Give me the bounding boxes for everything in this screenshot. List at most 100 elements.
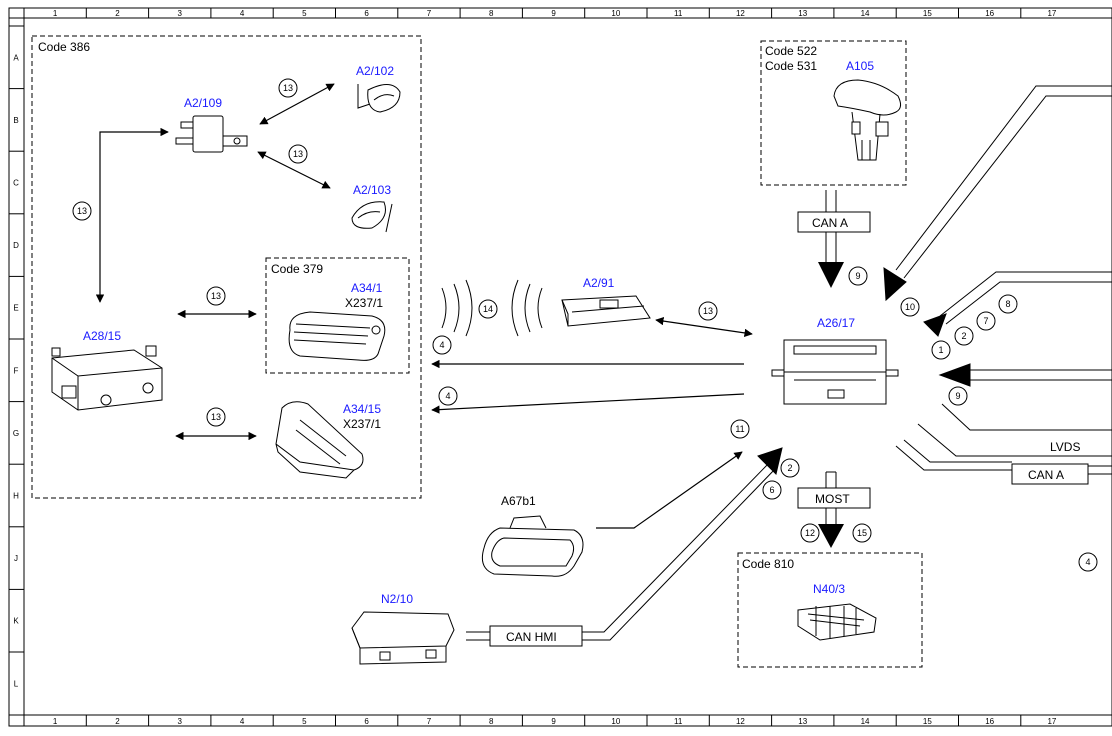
svg-text:14: 14 — [483, 304, 493, 314]
grid-col-label-bottom: 15 — [923, 717, 932, 726]
grid-col-label-top: 14 — [861, 9, 870, 18]
callout-c13a: 13 — [278, 78, 298, 98]
svg-text:2: 2 — [787, 463, 792, 473]
a67b1-mirror-icon — [481, 515, 584, 577]
label-a34-1: A34/1 — [351, 281, 383, 295]
label-a67b1: A67b1 — [501, 494, 536, 508]
grid-col-label-top: 6 — [364, 9, 369, 18]
callout-c7: 7 — [976, 311, 996, 331]
grid-col-label-bottom: 9 — [551, 717, 556, 726]
grid-col-label-top: 5 — [302, 9, 307, 18]
grid-col-label-top: 12 — [736, 9, 745, 18]
svg-text:9: 9 — [855, 271, 860, 281]
callout-c13e: 13 — [206, 407, 226, 427]
callout-c10: 10 — [900, 297, 920, 317]
grid-col-label-bottom: 17 — [1047, 717, 1056, 726]
callout-c13b: 13 — [288, 144, 308, 164]
svg-text:12: 12 — [805, 528, 815, 538]
svg-text:13: 13 — [293, 149, 303, 159]
label-x237-1-b: X237/1 — [343, 417, 381, 431]
a105-selector-lever-icon — [833, 79, 902, 161]
lvds-label: LVDS — [1050, 440, 1080, 454]
svg-text:10: 10 — [905, 302, 915, 312]
callout-c1: 1 — [931, 340, 951, 360]
grid-row-label: D — [13, 241, 19, 250]
grid-col-label-top: 2 — [115, 9, 120, 18]
label-a2-102: A2/102 — [356, 64, 394, 78]
a2-109-module-icon — [175, 115, 248, 153]
can-a-top-label: CAN A — [812, 216, 848, 230]
label-n40-3: N40/3 — [813, 582, 845, 596]
grid-row-label: C — [13, 179, 19, 188]
grid-col-label-top: 13 — [798, 9, 807, 18]
grid-col-label-top: 10 — [611, 9, 620, 18]
code-531-label: Code 531 — [765, 59, 817, 73]
label-n2-10: N2/10 — [381, 592, 413, 606]
link-a67b1-a2617 — [596, 451, 743, 529]
callout-c8: 8 — [998, 294, 1018, 314]
svg-text:11: 11 — [735, 424, 744, 434]
code-810-box: Code 810 — [737, 552, 923, 668]
grid-col-label-bottom: 8 — [489, 717, 494, 726]
a2-91-receiver-icon — [561, 295, 651, 327]
label-a28-15: A28/15 — [83, 329, 121, 343]
grid-col-label-top: 4 — [240, 9, 245, 18]
label-a26-17: A26/17 — [817, 316, 855, 330]
svg-text:4: 4 — [439, 340, 444, 350]
callout-c4c: 4 — [1078, 552, 1098, 572]
grid-col-label-bottom: 13 — [798, 717, 807, 726]
n40-3-amplifier-icon — [797, 603, 877, 641]
svg-text:2: 2 — [961, 331, 966, 341]
callout-c11: 11 — [730, 419, 750, 439]
a34-15-key-icon — [275, 401, 364, 479]
mirror-left-icon — [357, 84, 401, 113]
bus-can-hmi: CAN HMI — [466, 447, 783, 647]
grid-frame: 1122334455667788991010111112121313141415… — [8, 7, 1112, 727]
grid-col-label-bottom: 1 — [53, 717, 58, 726]
svg-text:15: 15 — [857, 528, 867, 538]
callout-c13f: 13 — [698, 301, 718, 321]
link-a291-a2617 — [655, 316, 753, 338]
grid-col-label-top: 3 — [178, 9, 183, 18]
svg-text:13: 13 — [703, 306, 713, 316]
grid-row-label: L — [14, 679, 19, 688]
grid-col-label-bottom: 7 — [427, 717, 432, 726]
grid-col-label-top: 9 — [551, 9, 556, 18]
a34-1-key-icon — [288, 311, 386, 361]
svg-text:1: 1 — [938, 345, 943, 355]
label-a2-109: A2/109 — [184, 96, 222, 110]
callout-c9b: 9 — [948, 386, 968, 406]
most-label: MOST — [815, 492, 850, 506]
grid-col-label-top: 7 — [427, 9, 432, 18]
mirror-right-icon — [351, 201, 393, 233]
label-a2-103: A2/103 — [353, 183, 391, 197]
callout-c9a: 9 — [848, 266, 868, 286]
grid-col-label-top: 11 — [674, 9, 683, 18]
grid-col-label-bottom: 4 — [240, 717, 245, 726]
grid-col-label-bottom: 2 — [115, 717, 120, 726]
grid-row-label: K — [13, 617, 19, 626]
grid-col-label-bottom: 5 — [302, 717, 307, 726]
code-522-label: Code 522 — [765, 44, 817, 58]
bus-can-a-top: CAN A — [797, 190, 871, 288]
svg-text:13: 13 — [211, 291, 221, 301]
code-379-box: Code 379 — [265, 257, 410, 374]
callout-c13c: 13 — [72, 201, 92, 221]
grid-row-label: E — [13, 304, 18, 313]
connections — [95, 83, 753, 529]
svg-text:13: 13 — [77, 206, 87, 216]
label-a34-15: A34/15 — [343, 402, 381, 416]
svg-text:9: 9 — [955, 391, 960, 401]
callout-c4b: 4 — [438, 386, 458, 406]
grid-col-label-bottom: 11 — [674, 717, 683, 726]
grid-col-label-bottom: 3 — [178, 717, 183, 726]
grid-col-label-bottom: 6 — [364, 717, 369, 726]
grid-row-label: B — [13, 116, 18, 125]
bus-right-inputs: LVDS CAN A — [883, 85, 1112, 485]
callout-c2b: 2 — [780, 458, 800, 478]
svg-text:13: 13 — [283, 83, 293, 93]
code-810-label: Code 810 — [742, 557, 794, 571]
bus-most: MOST — [797, 471, 871, 548]
